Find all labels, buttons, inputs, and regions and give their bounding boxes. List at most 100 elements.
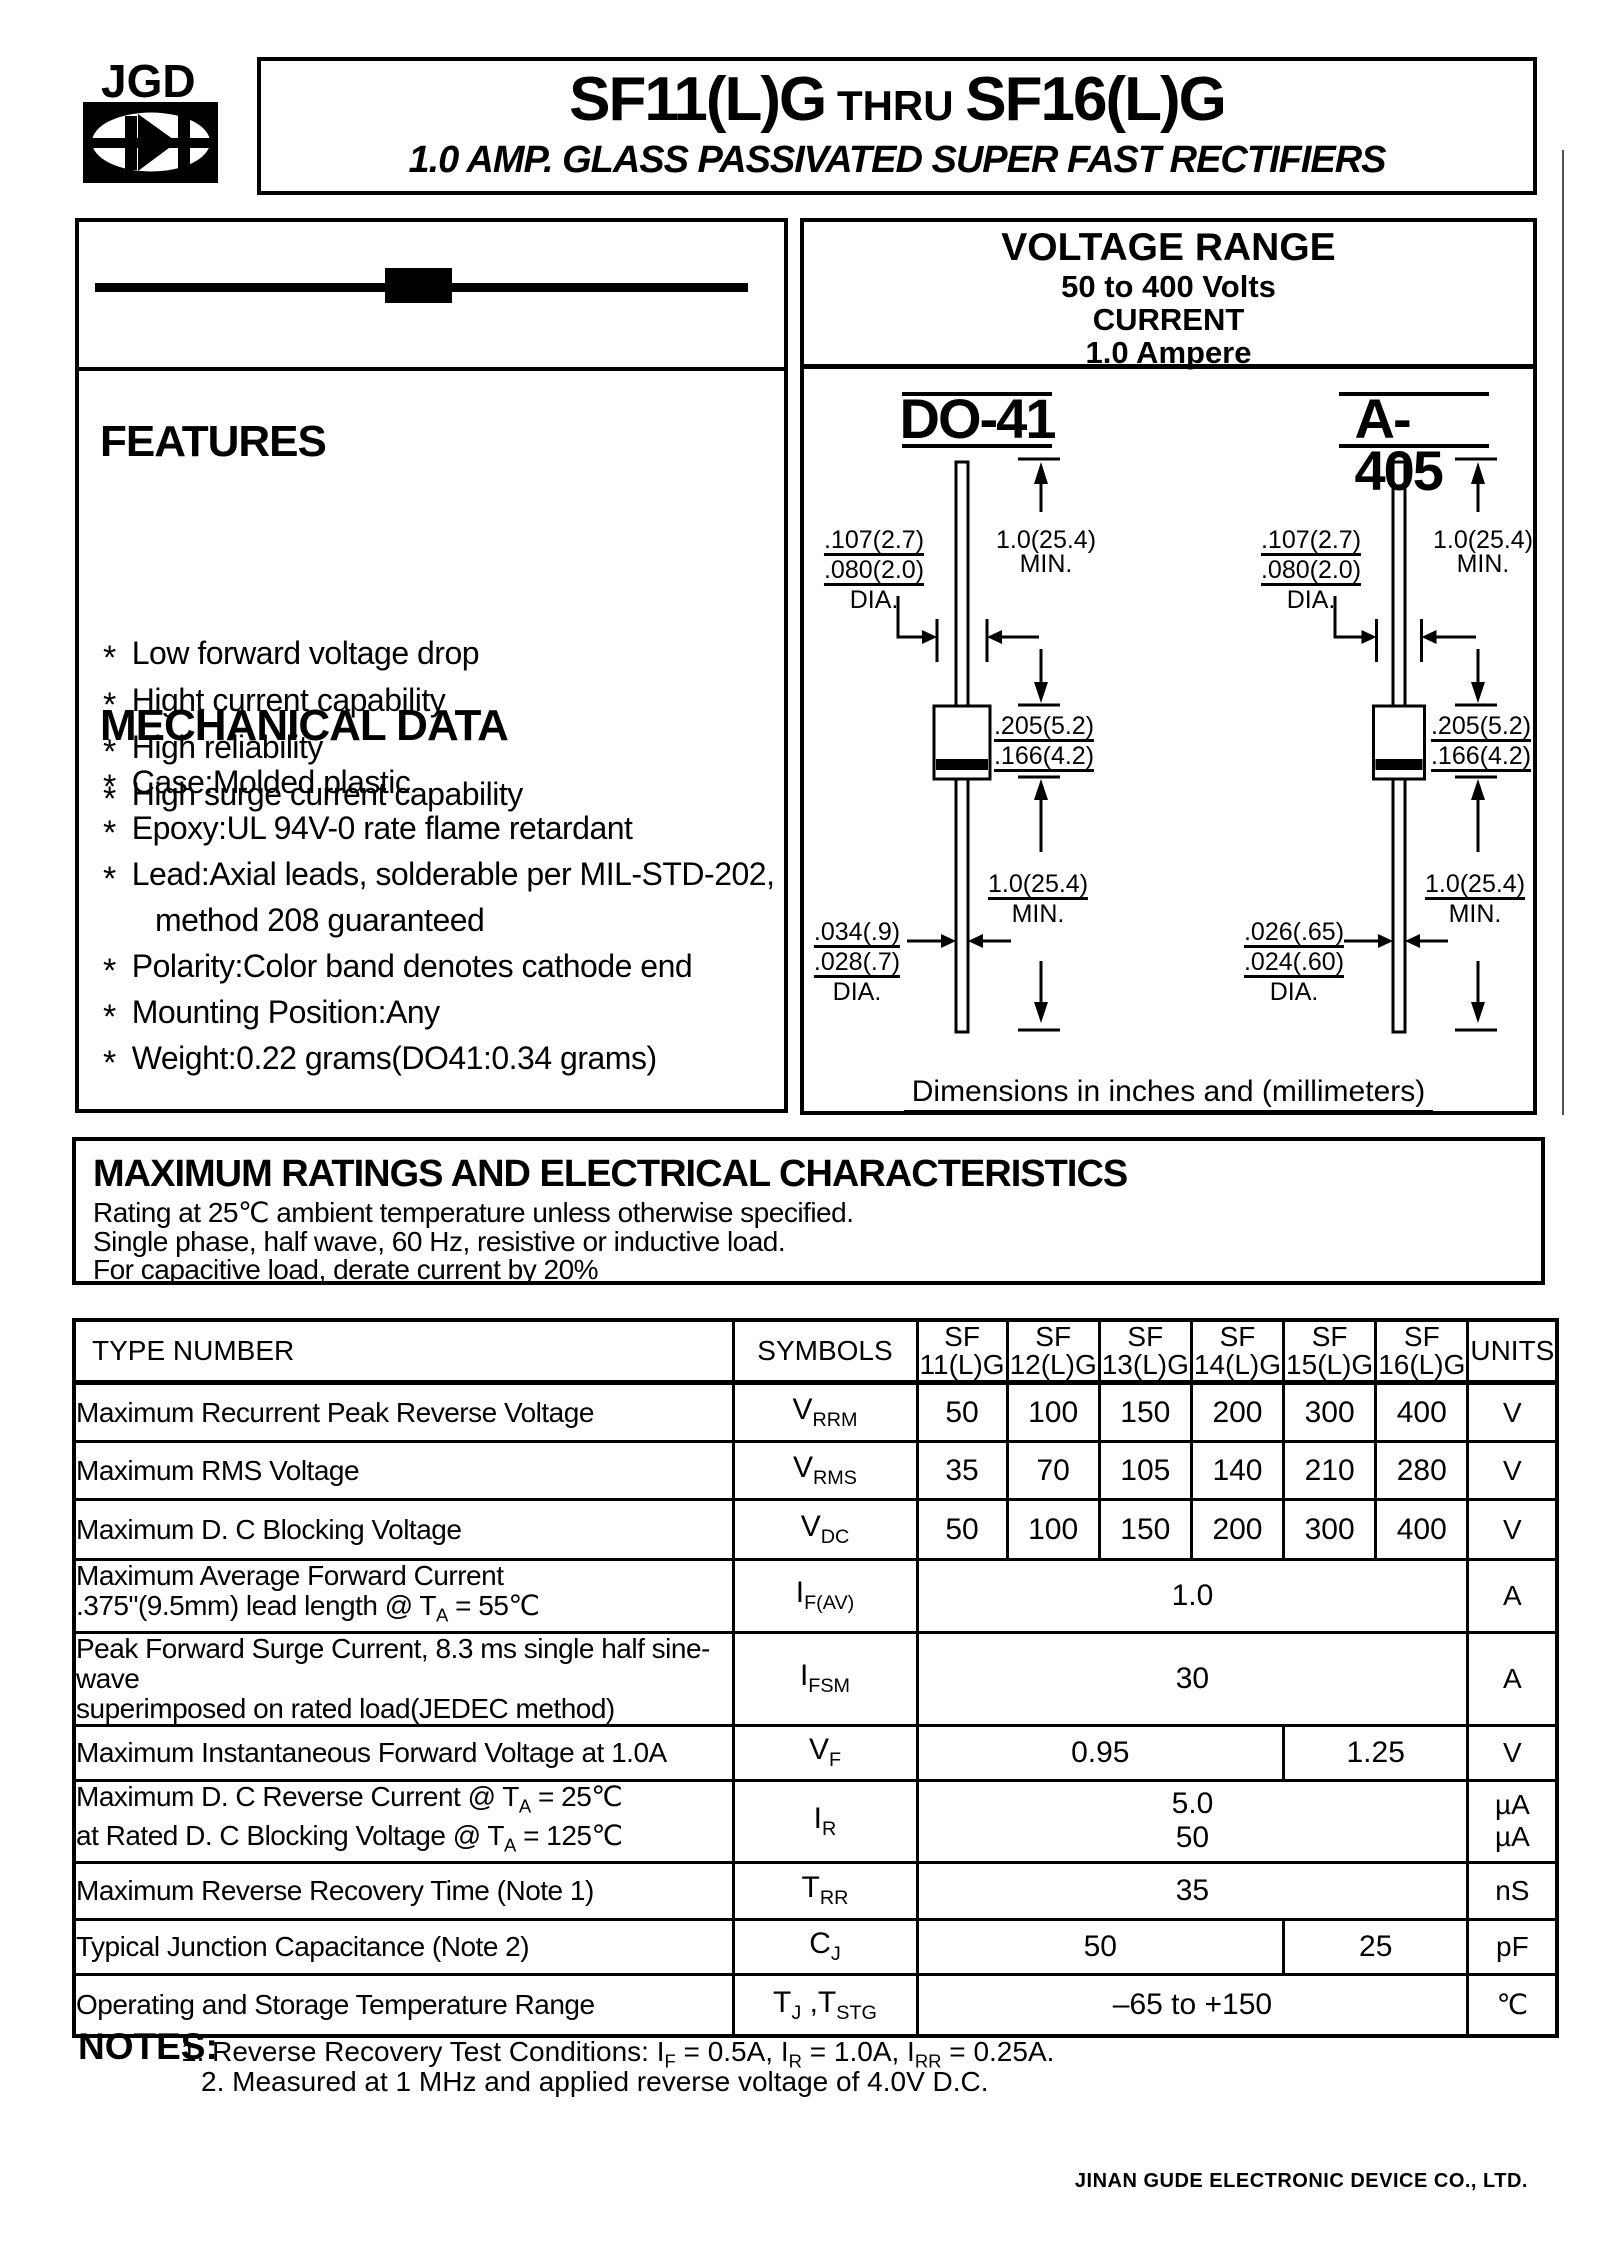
row-value: 25 xyxy=(1282,1917,1470,1976)
row-unit: V xyxy=(1466,1723,1559,1782)
row-symbol: IFSM xyxy=(731,1630,919,1727)
mechanical-item: *Case:Molded plastic xyxy=(103,765,411,804)
package-name: A-405 xyxy=(1354,387,1444,502)
logo-text: JGD xyxy=(101,55,196,107)
feature-text: High reliability xyxy=(131,729,324,765)
row-symbol: IR xyxy=(731,1778,919,1864)
page-subtitle: 1.0 AMP. GLASS PASSIVATED SUPER FAST REC… xyxy=(408,139,1386,181)
current-value: 1.0 Ampere xyxy=(1085,335,1252,370)
row-symbol: CJ xyxy=(731,1917,919,1976)
row-label: Maximum RMS Voltage xyxy=(72,1440,735,1501)
asterisk-bullet: * xyxy=(103,1044,116,1082)
current-label: CURRENT xyxy=(1092,302,1245,337)
row-value: 280 xyxy=(1374,1440,1470,1501)
feature-text: Low forward voltage drop xyxy=(131,635,480,671)
divider xyxy=(800,364,1537,369)
mechanical-item: *Mounting Position:Any xyxy=(103,994,440,1034)
row-symbol: IF(AV) xyxy=(731,1558,919,1634)
asterisk-bullet: * xyxy=(103,780,116,818)
col-type-number: TYPE NUMBER xyxy=(72,1318,735,1384)
row-label: Operating and Storage Temperature Range xyxy=(72,1972,735,2038)
row-label: Maximum Average Forward Current.375"(9.5… xyxy=(72,1558,735,1634)
dim-text: 1.0(25.4) xyxy=(987,870,1089,900)
mechanical-text: Weight:0.22 grams(DO41:0.34 grams) xyxy=(131,1040,657,1076)
page-title: SF11(L)G THRU SF16(L)G xyxy=(261,69,1533,137)
features-box: FEATURES *Low forward voltage drop*Hight… xyxy=(75,367,788,1113)
row-value: –65 to +150 xyxy=(915,1972,1470,2038)
voltage-range-block: VOLTAGE RANGE 50 to 400 Volts CURRENT 1.… xyxy=(804,226,1533,369)
row-value: 0.95 xyxy=(915,1723,1286,1782)
dim-text: DIA. xyxy=(832,978,882,1006)
row-value: 300 xyxy=(1282,1381,1378,1443)
note-1: 1. Reverse Recovery Test Conditions: IF … xyxy=(181,2036,1055,2072)
row-value: 300 xyxy=(1282,1498,1378,1561)
body-length-dim: .205(5.2).166(4.2) xyxy=(1430,712,1532,774)
dimensions-caption-text: Dimensions in inches and (millimeters) xyxy=(903,1075,1434,1113)
row-value: 210 xyxy=(1282,1440,1378,1501)
lead-length-dim: 1.0(25.4)MIN. xyxy=(996,528,1096,578)
ratings-note-1: Rating at 25℃ ambient temperature unless… xyxy=(93,1197,854,1228)
lead-length-dim: 1.0(25.4)MIN. xyxy=(1433,528,1533,577)
row-unit: A xyxy=(1466,1630,1559,1727)
mechanical-text: Epoxy:UL 94V-0 rate flame retardant xyxy=(131,810,633,846)
row-value: 30 xyxy=(915,1630,1470,1727)
diode-photo-box xyxy=(75,218,788,371)
dim-text: DIA. xyxy=(1286,586,1336,614)
asterisk-bullet: * xyxy=(103,860,116,898)
row-label: Maximum Instantaneous Forward Voltage at… xyxy=(72,1723,735,1782)
dim-text: .026(.65) xyxy=(1243,918,1345,948)
dim-text: .034(.9) xyxy=(813,918,901,948)
dim-text: .107(2.7) xyxy=(823,526,925,556)
feature-item: *High surge current capability xyxy=(103,777,523,816)
body-dia-dim: .107(2.7).080(2.0)DIA. xyxy=(823,526,925,614)
mechanical-item: * Weight:0.22 grams(DO41:0.34 grams) xyxy=(103,1040,657,1080)
row-value: 100 xyxy=(1005,1381,1101,1443)
dim-text: MIN. xyxy=(1019,550,1073,578)
row-unit: pF xyxy=(1466,1917,1559,1976)
row-value: 150 xyxy=(1097,1498,1193,1561)
row-value: 70 xyxy=(1005,1440,1101,1501)
asterisk-bullet: * xyxy=(103,768,116,806)
feature-item: *High reliability xyxy=(103,729,324,769)
mechanical-text: Mounting Position:Any xyxy=(131,994,440,1030)
title-part1: SF11(L)G xyxy=(569,65,827,134)
row-value: 35 xyxy=(915,1860,1470,1921)
row-symbol: VF xyxy=(731,1723,919,1782)
table-row: Maximum Reverse Recovery Time (Note 1)TR… xyxy=(72,1860,1559,1921)
lead-length-bottom-dim: 1.0(25.4)MIN. xyxy=(987,870,1089,927)
row-unit: A xyxy=(1466,1558,1559,1634)
mechanical-item: *Polarity:Color band denotes cathode end xyxy=(103,949,693,988)
scan-edge-artifact xyxy=(1562,150,1564,1115)
package-name: DO-41 xyxy=(899,387,1057,450)
row-value: 1.25 xyxy=(1282,1723,1470,1782)
dim-text: DIA. xyxy=(849,586,899,614)
row-symbol: VRRM xyxy=(731,1381,919,1443)
row-label: Typical Junction Capacitance (Note 2) xyxy=(72,1917,735,1976)
row-value: 50 xyxy=(915,1498,1009,1561)
dimensions-caption: Dimensions in inches and (millimeters) xyxy=(804,1075,1533,1113)
dim-text: 1.0(25.4) xyxy=(1424,870,1526,900)
feature-item: *Hight current capability xyxy=(103,683,446,722)
package-box: VOLTAGE RANGE 50 to 400 Volts CURRENT 1.… xyxy=(800,218,1537,1115)
mechanical-heading: MECHANICAL DATA xyxy=(100,701,509,750)
table-row: Maximum Instantaneous Forward Voltage at… xyxy=(72,1723,1559,1782)
dim-text: .080(2.0) xyxy=(1260,556,1362,586)
dim-text: .205(5.2) xyxy=(1430,712,1532,742)
body-length-dim: .205(5.2).166(4.2) xyxy=(993,714,1095,774)
row-value: 1.0 xyxy=(915,1558,1470,1634)
lead-dia-dim: .034(.9).028(.7)DIA. xyxy=(813,918,901,1006)
mechanical-item: *Epoxy:UL 94V-0 rate flame retardant xyxy=(103,810,633,850)
row-value: 105 xyxy=(1097,1440,1193,1501)
dim-text: DIA. xyxy=(1269,978,1319,1006)
